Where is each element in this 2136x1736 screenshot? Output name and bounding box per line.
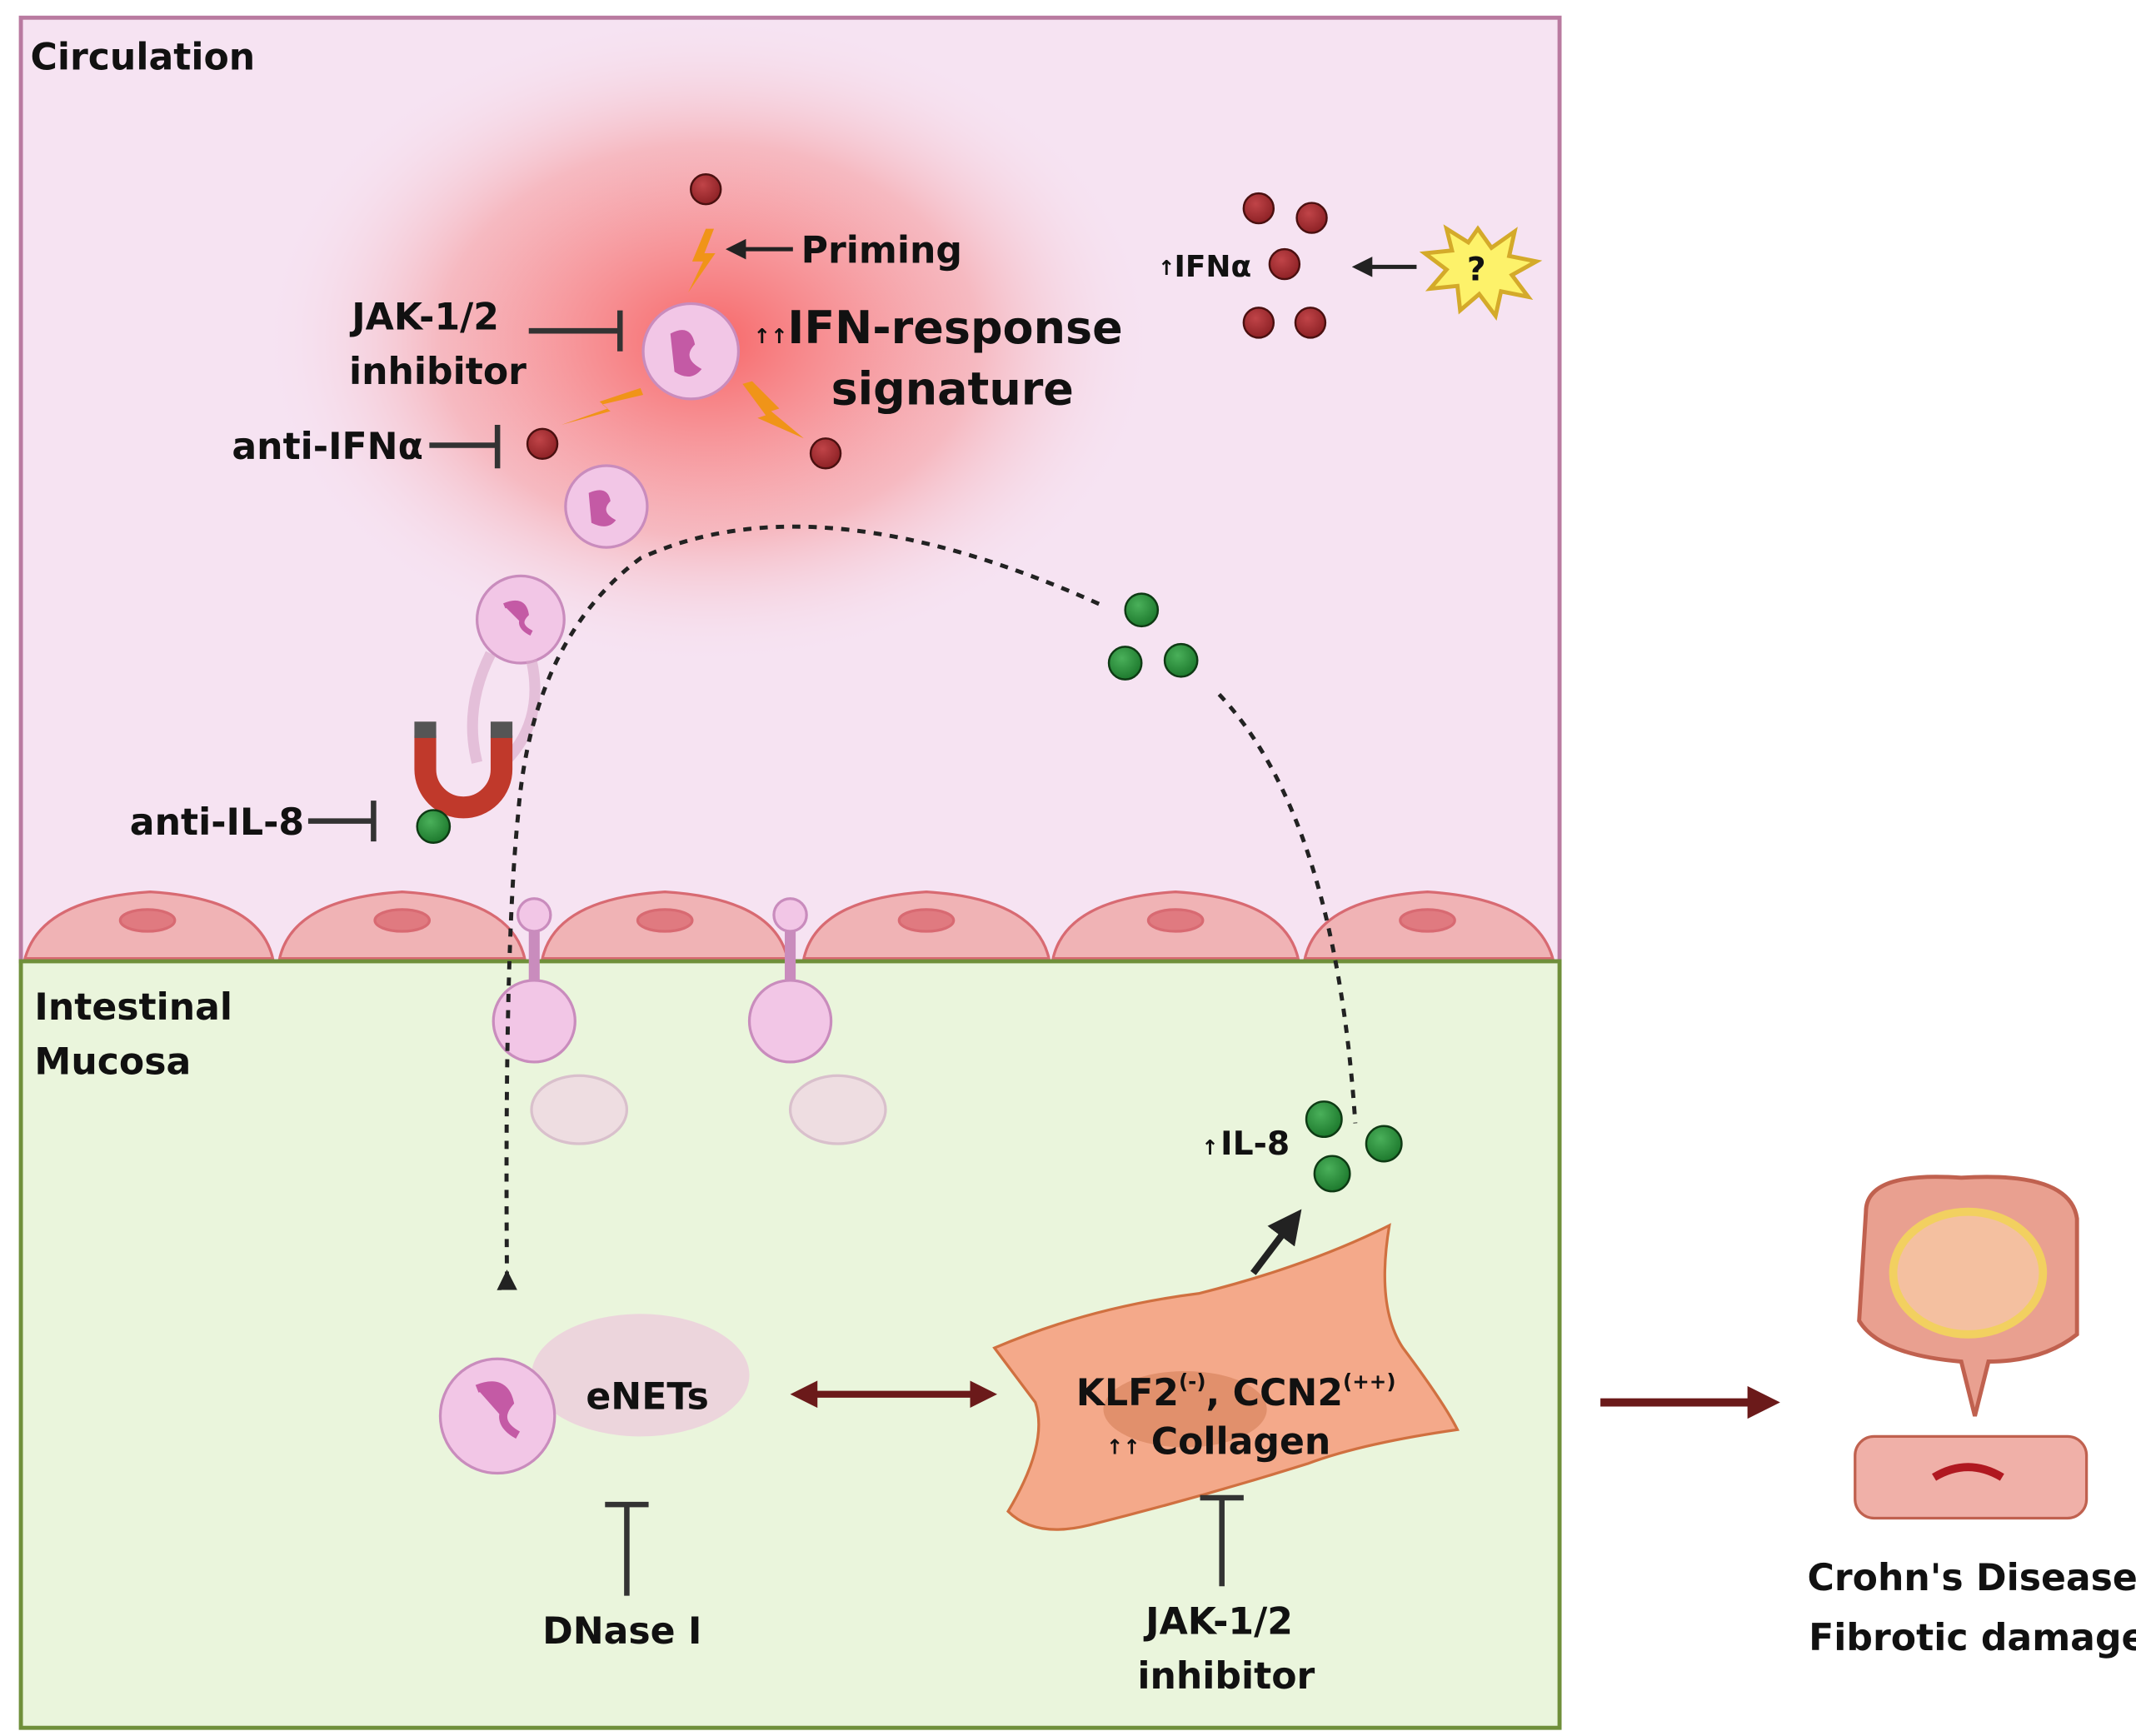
double-up-arrow-icon: ↑↑ xyxy=(1106,1435,1140,1459)
il8-label: IL-8 xyxy=(1220,1125,1290,1163)
up-arrow-icon: ↑ xyxy=(1158,256,1175,280)
secretion-arrow xyxy=(1250,1209,1302,1275)
ifn-response-label-2: signature xyxy=(831,362,1074,415)
unknown-trigger-starburst: ? xyxy=(1419,224,1543,321)
mucosa-panel: Intestinal Mucosa eNETs KLF2(-), CCN2(++… xyxy=(18,897,1562,1730)
double-up-arrow-icon: ↑↑ xyxy=(753,324,787,348)
transmigrating-neutrophils xyxy=(492,897,887,1145)
inhibition-bar-icon xyxy=(528,310,623,352)
magnet-icon xyxy=(414,721,513,819)
ifna-molecules xyxy=(526,172,1328,470)
lightning-icon xyxy=(561,228,804,439)
primed-neutrophil xyxy=(641,302,741,401)
outcome-label-1: Crohn's Disease xyxy=(1808,1557,2136,1599)
anti-il8-label: anti-IL-8 xyxy=(130,801,304,844)
lysing-neutrophil xyxy=(564,464,649,549)
jak-inhibitor-label-2: inhibitor xyxy=(1137,1655,1315,1698)
up-arrow-icon: ↑ xyxy=(1201,1135,1219,1160)
jak-inhibitor-label-2: inhibitor xyxy=(349,351,527,393)
enets-label: eNETs xyxy=(586,1376,708,1419)
dnase-label: DNase I xyxy=(542,1610,701,1653)
inhibition-bar-icon xyxy=(429,424,501,469)
inhibition-bar-icon xyxy=(307,801,377,842)
question-mark: ? xyxy=(1467,252,1486,289)
collagen-label: Collagen xyxy=(1151,1421,1331,1464)
intestine-illustration xyxy=(1854,1175,2089,1520)
mucosa-title-1: Intestinal xyxy=(34,986,232,1029)
anti-ifna-label: anti-IFNα xyxy=(232,426,423,468)
endothelial-layer xyxy=(22,890,1555,960)
il8-recruitment-path xyxy=(1217,692,1358,1124)
fibroblast xyxy=(992,1223,1460,1531)
priming-label: Priming xyxy=(801,229,962,272)
circulation-panel: Circulation xyxy=(18,13,1562,964)
outcome-label-2: Fibrotic damage xyxy=(1809,1617,2136,1659)
il8-molecules xyxy=(416,592,1199,844)
migrating-neutrophil xyxy=(467,574,566,766)
jak-inhibitor-label-1: JAK-1/2 xyxy=(349,297,499,339)
ifna-label: IFNα xyxy=(1174,250,1251,284)
klf2-label: KLF2(-), CCN2(++) xyxy=(1076,1369,1396,1414)
circulation-title: Circulation xyxy=(31,36,256,78)
jak-inhibitor-label-1: JAK-1/2 xyxy=(1143,1600,1293,1643)
inhibition-bar-icon xyxy=(605,1494,1244,1596)
il8-molecules xyxy=(1305,1100,1403,1193)
ifn-response-label-1: IFN-response xyxy=(787,302,1122,354)
enets-neutrophil xyxy=(438,1314,750,1475)
mucosa-title-2: Mucosa xyxy=(34,1041,191,1084)
neutrophil-migration-path xyxy=(497,524,1105,1290)
